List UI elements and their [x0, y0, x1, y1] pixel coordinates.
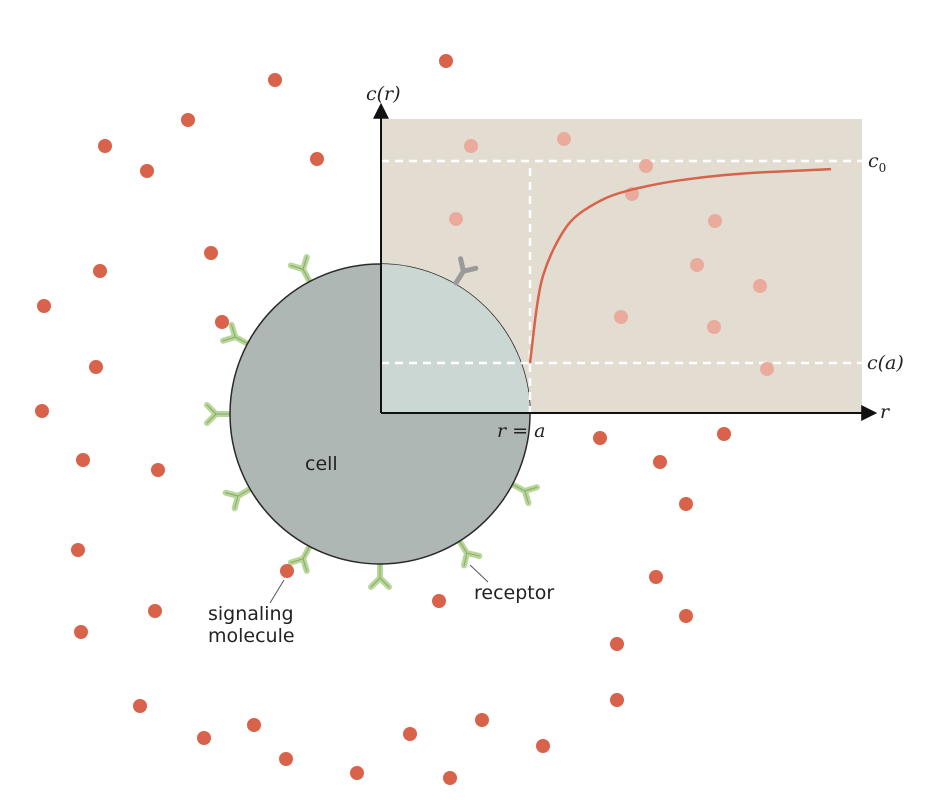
c0-label-main: c0	[868, 150, 886, 175]
y-axis-label: c(r)	[366, 83, 401, 105]
ca-label: c(a)	[867, 352, 904, 374]
signaling-molecule-dot	[197, 731, 211, 745]
signaling-molecule-dot	[593, 431, 607, 445]
faded-molecule-dot	[464, 139, 478, 153]
signaling-molecule-dot	[35, 404, 49, 418]
signaling-leader-line	[269, 579, 285, 604]
signaling-molecule-dot	[403, 727, 417, 741]
signaling-molecule-dot	[98, 139, 112, 153]
cell-label: cell	[305, 453, 338, 475]
signaling-molecule-dot	[215, 315, 229, 329]
signaling-molecule-dot	[443, 771, 457, 785]
signaling-molecule-dot	[475, 713, 489, 727]
signaling-molecule-dot	[439, 54, 453, 68]
molecule-group	[35, 54, 774, 785]
signaling-molecule-dot	[280, 564, 294, 578]
faded-molecule-dot	[760, 362, 774, 376]
signaling-molecule-dot	[37, 299, 51, 313]
signaling-molecule-dot	[432, 594, 446, 608]
cell-overlap-quadrant	[381, 264, 530, 413]
signaling-molecule-dot	[148, 604, 162, 618]
signaling-molecule-dot	[181, 113, 195, 127]
signaling-molecule-dot	[610, 637, 624, 651]
signaling-molecule-dot	[71, 543, 85, 557]
signaling-molecule-dot	[93, 264, 107, 278]
faded-molecule-dot	[557, 132, 571, 146]
signaling-molecule-dot	[350, 766, 364, 780]
signaling-label-line2: molecule	[208, 625, 295, 647]
faded-molecule-dot	[707, 320, 721, 334]
faded-molecule-dot	[614, 310, 628, 324]
receptor-leader-line	[469, 564, 489, 583]
faded-molecule-dot	[639, 159, 653, 173]
receptor-label: receptor	[474, 582, 554, 604]
signaling-molecule-dot	[679, 497, 693, 511]
signaling-molecule-dot	[74, 625, 88, 639]
faded-molecule-dot	[690, 258, 704, 272]
signaling-molecule-dot	[536, 739, 550, 753]
signaling-molecule-dot	[610, 693, 624, 707]
c0-label-subscript: 0	[879, 161, 887, 175]
signaling-molecule-dot	[204, 246, 218, 260]
concentration-curve	[528, 167, 832, 364]
signaling-molecule-dot	[151, 463, 165, 477]
signaling-label-line1: signaling	[208, 603, 294, 625]
r-eq-a-label: r = a	[497, 420, 545, 442]
signaling-molecule-dot	[247, 718, 261, 732]
c0-label-letter: c	[868, 150, 879, 172]
signaling-molecule-dot	[133, 699, 147, 713]
faded-molecule-dot	[449, 212, 463, 226]
signaling-molecule-dot	[653, 455, 667, 469]
faded-molecule-dot	[708, 214, 722, 228]
faded-molecule-dot	[753, 279, 767, 293]
plot-receptor-icon	[453, 256, 479, 286]
signaling-molecule-dot	[717, 427, 731, 441]
signaling-molecule-dot	[89, 360, 103, 374]
receptor-icon	[207, 405, 230, 423]
signaling-molecule-dot	[679, 609, 693, 623]
signaling-molecule-dot	[649, 570, 663, 584]
receptor-icon	[371, 564, 389, 587]
signaling-molecule-dot	[279, 752, 293, 766]
signaling-molecule-dot	[76, 453, 90, 467]
signaling-molecule-dot	[310, 152, 324, 166]
signaling-molecule-dot	[140, 164, 154, 178]
x-axis-label: r	[880, 401, 891, 423]
signaling-molecule-dot	[268, 73, 282, 87]
